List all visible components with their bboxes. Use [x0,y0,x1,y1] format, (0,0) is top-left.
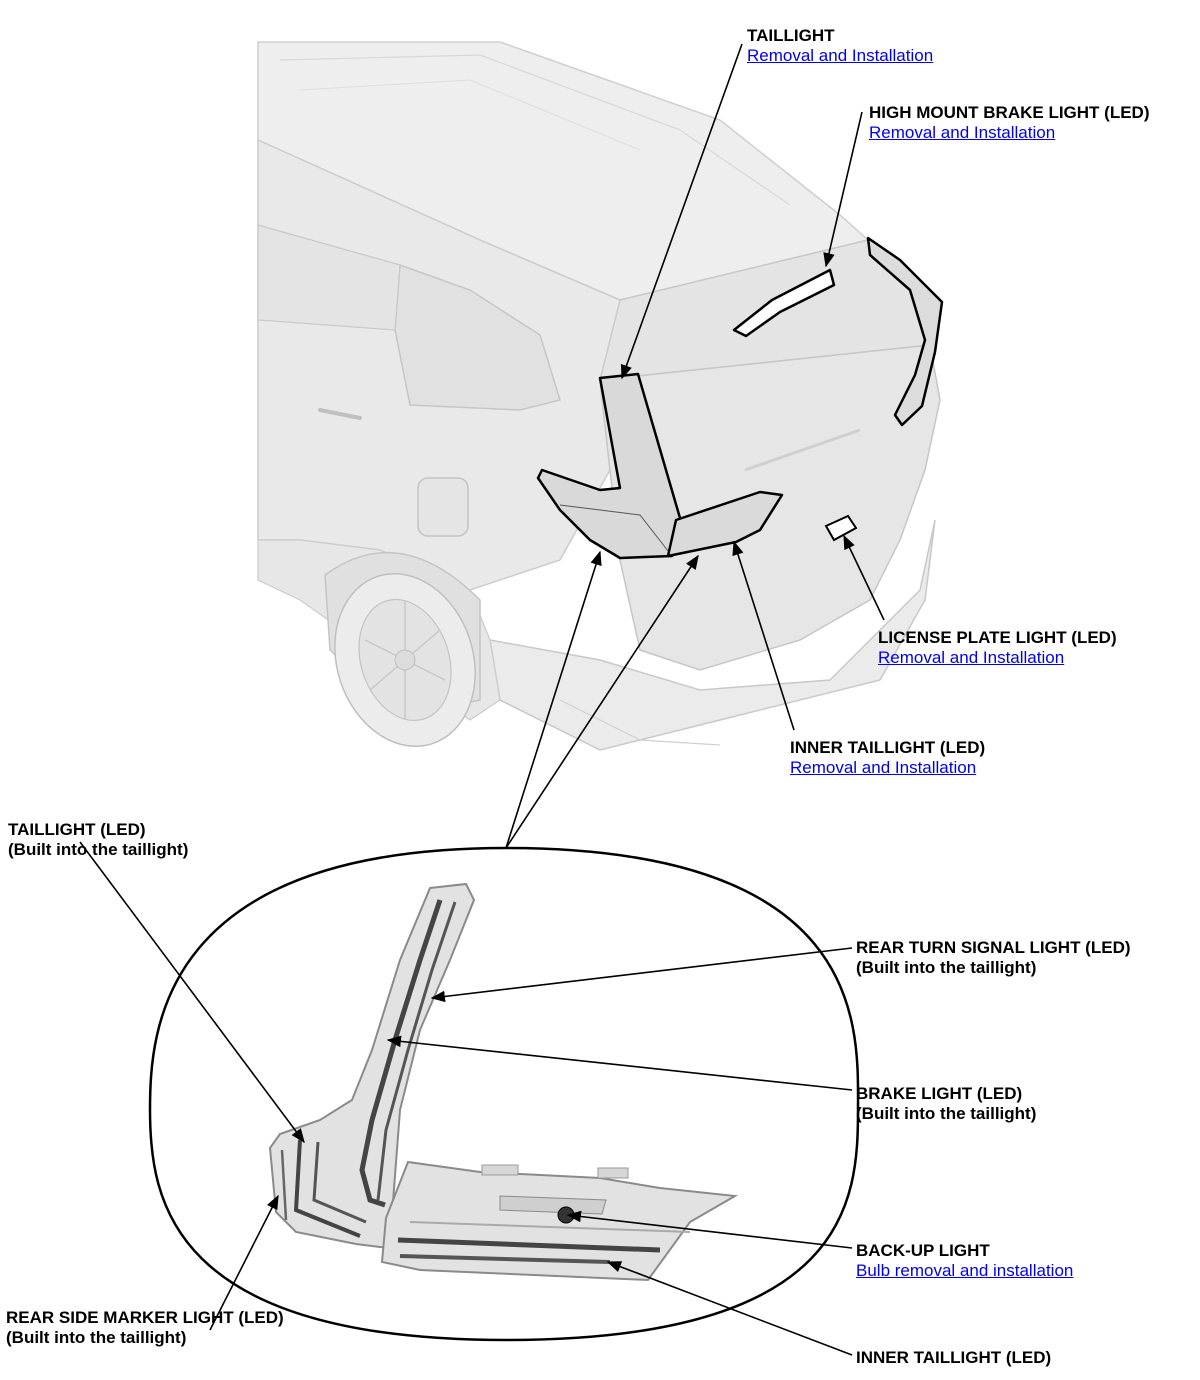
leader-detail-1 [505,550,602,849]
callout-high-mount-title: HIGH MOUNT BRAKE LIGHT (LED) [869,103,1150,122]
callout-brake-light-line2: (Built into the taillight) [856,1104,1037,1123]
leader-inner-taillight-top [732,540,795,731]
license-plate-light-shape [824,514,858,542]
inner-taillight-removal-link[interactable]: Removal and Installation [790,758,977,777]
vehicle-rear-view [257,41,944,751]
detail-view [148,846,860,1342]
callout-rear-turn-signal: REAR TURN SIGNAL LIGHT (LED) (Built into… [856,938,1131,978]
inner-taillight-shape [666,490,784,558]
callout-license-plate-light: LICENSE PLATE LIGHT (LED) Removal and In… [878,628,1117,668]
leader-rear-turn [430,947,853,1003]
callout-rear-turn-line2: (Built into the taillight) [856,958,1037,977]
high-mount-brake-shape [732,268,836,338]
detail-outline [148,846,860,1342]
callout-brake-light: BRAKE LIGHT (LED) (Built into the tailli… [856,1084,1036,1124]
callout-taillight-title: TAILLIGHT [747,26,835,45]
leader-backup [566,1210,853,1249]
taillight-shape [536,372,682,560]
callout-inner-taillight-bottom: INNER TAILLIGHT (LED) [856,1348,1051,1368]
callout-brake-light-line1: BRAKE LIGHT (LED) [856,1084,1023,1103]
callout-rear-side-marker-line1: REAR SIDE MARKER LIGHT (LED) [6,1308,284,1327]
callout-license-plate-title: LICENSE PLATE LIGHT (LED) [878,628,1117,647]
leader-taillight-led [79,841,305,1144]
leader-inner-taillight-bottom [606,1261,853,1356]
callout-inner-taillight-bottom-title: INNER TAILLIGHT (LED) [856,1348,1052,1367]
callout-inner-taillight-top: INNER TAILLIGHT (LED) Removal and Instal… [790,738,985,778]
leader-lines [79,43,885,1356]
leader-brake-light [386,1035,853,1091]
callout-taillight-led-line1: TAILLIGHT (LED) [8,820,146,839]
callout-rear-turn-line1: REAR TURN SIGNAL LIGHT (LED) [856,938,1131,957]
callout-taillight: TAILLIGHT Removal and Installation [747,26,933,66]
high-mount-removal-link[interactable]: Removal and Installation [869,123,1056,142]
leader-taillight [620,43,743,380]
callout-taillight-led-line2: (Built into the taillight) [8,840,189,859]
callout-rear-side-marker-line2: (Built into the taillight) [6,1328,187,1347]
leader-detail-2 [505,554,699,849]
callout-backup-title: BACK-UP LIGHT [856,1241,990,1260]
leader-high-mount [823,111,863,268]
detail-taillight [268,882,476,1250]
callout-taillight-led: TAILLIGHT (LED) (Built into the tailligh… [8,820,188,860]
callout-rear-side-marker: REAR SIDE MARKER LIGHT (LED) (Built into… [6,1308,284,1348]
callout-inner-taillight-top-title: INNER TAILLIGHT (LED) [790,738,986,757]
callout-high-mount-brake-light: HIGH MOUNT BRAKE LIGHT (LED) Removal and… [869,103,1149,143]
backup-bulb-removal-link[interactable]: Bulb removal and installation [856,1261,1074,1280]
callout-backup-light: BACK-UP LIGHT Bulb removal and installat… [856,1241,1073,1281]
right-taillight-shape [866,236,944,427]
leader-license-plate [843,534,885,621]
leader-rear-side-marker [209,1194,279,1331]
taillight-removal-link[interactable]: Removal and Installation [747,46,934,65]
license-plate-removal-link[interactable]: Removal and Installation [878,648,1065,667]
